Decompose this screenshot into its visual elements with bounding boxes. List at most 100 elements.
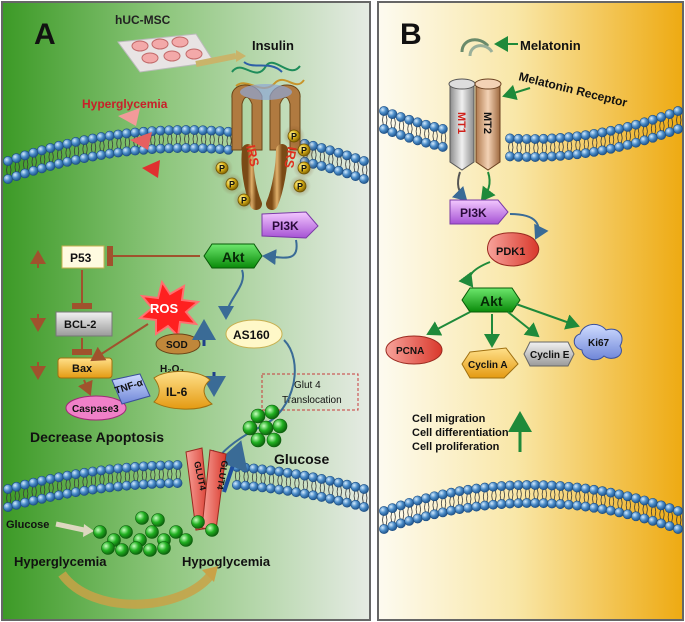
bcl2-box bbox=[55, 311, 113, 337]
akt-b-shape bbox=[461, 287, 521, 313]
lipid-head bbox=[673, 524, 683, 534]
lipid-head bbox=[37, 163, 47, 174]
outcome-proliferation: Cell proliferation bbox=[412, 441, 500, 453]
glucose-molecules-top bbox=[242, 404, 288, 448]
lipid-head bbox=[11, 171, 22, 182]
lipid-head bbox=[350, 153, 361, 164]
bax-label: Bax bbox=[72, 363, 93, 375]
lipid-head bbox=[53, 140, 64, 151]
pcna-label: PCNA bbox=[396, 346, 424, 357]
lipid-head bbox=[605, 125, 616, 136]
glucose-uptake-arrow bbox=[217, 440, 248, 493]
lipid-head bbox=[164, 460, 174, 471]
lipid-head bbox=[87, 151, 98, 162]
lipid-head bbox=[555, 150, 566, 161]
lipid-head bbox=[631, 119, 641, 130]
lipid-head bbox=[130, 127, 141, 138]
tnf-shape bbox=[111, 373, 151, 405]
lipid-head bbox=[505, 480, 515, 491]
lipid-head bbox=[379, 524, 389, 534]
lipid-head bbox=[563, 481, 574, 492]
lipid-head bbox=[656, 500, 667, 511]
lipid-head bbox=[597, 127, 608, 138]
lipid-head bbox=[505, 151, 515, 162]
lipid-head bbox=[155, 460, 166, 471]
panel-a-letter: A bbox=[34, 18, 56, 51]
lipid-head bbox=[164, 143, 174, 154]
lipid-head bbox=[3, 484, 13, 494]
lipid-head bbox=[3, 174, 13, 184]
hyperglycemia-arrows-icon bbox=[118, 108, 160, 178]
lipid-head bbox=[580, 483, 591, 494]
lipid-head bbox=[70, 469, 81, 480]
lipid-head bbox=[605, 505, 616, 516]
lipid-head bbox=[45, 474, 56, 484]
lipid-head bbox=[454, 486, 465, 497]
lipid-head bbox=[437, 142, 448, 152]
lipid-head bbox=[454, 504, 465, 515]
lipid-head bbox=[316, 143, 327, 153]
glycemia-shift-arrow-head bbox=[202, 566, 218, 582]
lipid-head bbox=[96, 483, 107, 494]
lipid-head bbox=[189, 125, 200, 135]
lipid-head bbox=[412, 495, 423, 506]
glucose-molecule bbox=[250, 408, 266, 424]
akt-b-label: Akt bbox=[480, 293, 503, 309]
ki67-label: Ki67 bbox=[588, 338, 610, 349]
insulin-label: Insulin bbox=[252, 38, 294, 53]
lipid-head bbox=[172, 460, 183, 470]
msc-to-insulin-arrow bbox=[195, 53, 237, 67]
glucose-molecule bbox=[115, 543, 129, 557]
lipid-head bbox=[104, 464, 115, 475]
lipid-head bbox=[538, 480, 549, 491]
lipid-head bbox=[104, 482, 115, 493]
lipid-head bbox=[387, 109, 398, 120]
lipid-head bbox=[673, 506, 683, 516]
lipid-head bbox=[496, 499, 507, 509]
lipid-head bbox=[597, 486, 608, 497]
glucose-molecule bbox=[129, 541, 143, 555]
lipid-head bbox=[342, 168, 352, 179]
lipid-head bbox=[421, 511, 431, 522]
lipid-head bbox=[53, 158, 64, 169]
lipid-head bbox=[395, 500, 406, 511]
lipid-head bbox=[521, 152, 532, 162]
glucose-molecule bbox=[264, 404, 280, 420]
glucose-molecules-bottom bbox=[93, 511, 219, 557]
lipid-head bbox=[342, 497, 352, 508]
glucose-molecule bbox=[135, 511, 149, 525]
lipid-head bbox=[147, 478, 157, 489]
lipid-head bbox=[513, 133, 524, 144]
lipid-head bbox=[20, 150, 30, 161]
lipid-head bbox=[664, 109, 675, 120]
lipid-head bbox=[479, 482, 490, 493]
lipid-head bbox=[614, 124, 625, 134]
lipid-head bbox=[62, 470, 73, 481]
lipid-head bbox=[589, 502, 599, 513]
lipid-head bbox=[359, 156, 369, 166]
lipid-head bbox=[282, 485, 293, 496]
lipid-head bbox=[53, 472, 64, 483]
lipid-head bbox=[631, 511, 641, 522]
lipid-head bbox=[647, 114, 658, 125]
translocation-line2: Translocation bbox=[282, 395, 342, 406]
cyclin-a-shape bbox=[461, 347, 519, 379]
lipid-head bbox=[639, 135, 650, 146]
pdk1-to-akt-arrow bbox=[458, 261, 491, 288]
lipid-head bbox=[172, 143, 183, 153]
pi3k-b-label: PI3K bbox=[460, 206, 487, 220]
lipid-head bbox=[96, 132, 107, 142]
lipid-head bbox=[113, 481, 124, 492]
lipid-head bbox=[359, 502, 369, 512]
lipid-head bbox=[521, 498, 532, 508]
lipid-head bbox=[291, 487, 302, 498]
irs-left-label: IRS bbox=[243, 144, 262, 169]
lipid-head bbox=[622, 509, 633, 520]
lipid-head bbox=[87, 484, 98, 495]
lipid-head bbox=[45, 143, 56, 153]
lipid-head bbox=[656, 112, 667, 122]
lipid-head bbox=[198, 143, 208, 154]
phosphate-icon bbox=[237, 193, 251, 207]
lipid-head bbox=[70, 136, 81, 147]
lipid-head bbox=[395, 130, 406, 140]
